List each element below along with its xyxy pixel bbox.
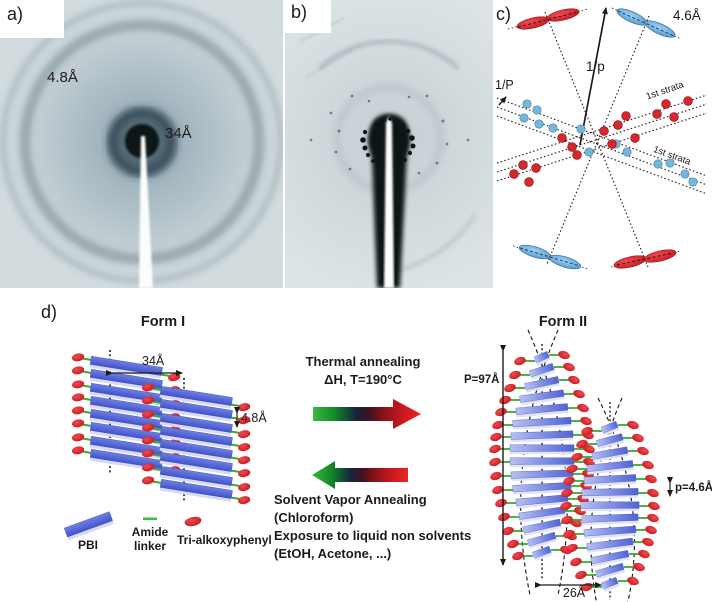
- cyan-reflections: [519, 99, 698, 187]
- thermal-annealing-arrow: [313, 399, 421, 429]
- thermal-annealing-line1: Thermal annealing: [305, 354, 421, 369]
- pitch-vector-label: 1/p: [586, 59, 605, 74]
- panel-c-scheme: [496, 7, 708, 270]
- pitch-vector-arrow: [579, 7, 608, 146]
- legend-trialkoxyphenyl-label: Tri-alkoxyphenyl: [177, 533, 272, 547]
- panel-c-label: c): [496, 4, 511, 24]
- form1-stack-right: [138, 378, 254, 508]
- form2-title: Form II: [538, 314, 588, 330]
- form2-spindle-left: [487, 329, 597, 596]
- lower-arc: [394, 214, 477, 273]
- panel-b-diffraction-image: [285, 0, 493, 288]
- legend-pbi-label: PBI: [77, 538, 98, 552]
- strata-vector-label: 1/P: [495, 78, 514, 92]
- lens-pair-red-bottom: [610, 249, 681, 269]
- d-spacing-4-6A-label: 4.6Å: [673, 8, 701, 23]
- solvent-annealing-line3: Exposure to liquid non solvents: [274, 528, 472, 543]
- form1-34A-label: 34Å: [142, 354, 165, 368]
- legend-trialkoxyphenyl-ellipse: [184, 516, 202, 527]
- panel-b-label: b): [291, 2, 308, 22]
- form1-title: Form I: [140, 314, 186, 330]
- legend-amide-linker-line: [143, 517, 157, 521]
- beam-stop-b: [384, 116, 394, 288]
- solvent-annealing-line2: (Chloroform): [274, 510, 354, 525]
- outer-reflection-spots: [309, 94, 470, 175]
- form2-26A-label: 26Å: [562, 586, 586, 600]
- reflection-spot-ring: [360, 117, 416, 163]
- panel-d-models: [63, 329, 673, 602]
- panel-b-label-chip: [285, 0, 331, 33]
- ring-34A-label: 34Å: [165, 125, 192, 142]
- panel-a-diffraction-image: [0, 0, 283, 288]
- meridian-connectors: [544, 11, 650, 268]
- panel-a-label-chip: [0, 0, 64, 38]
- upper-arc: [318, 39, 460, 70]
- lens-pair-red-top: [507, 8, 589, 30]
- form1-stack-left: [68, 349, 184, 478]
- lens-pair-blue-bottom: [512, 244, 589, 270]
- form2-p4-6-label: p=4.6Å: [675, 482, 712, 494]
- legend-amide-label-2: linker: [133, 539, 166, 553]
- beam-stop-a: [139, 136, 153, 288]
- red-reflections: [509, 96, 693, 187]
- legend-amide-label-1: Amide: [131, 525, 169, 539]
- solvent-annealing-line1: Solvent Vapor Annealing: [274, 492, 427, 507]
- strata-vector-arrow: [498, 96, 507, 106]
- legend-pbi-slab: [63, 511, 114, 541]
- thermal-annealing-line2: ΔH, T=190°C: [324, 372, 402, 387]
- solvent-annealing-line4: (EtOH, Acetone, ...): [274, 546, 392, 561]
- form2-P97-label: P=97Å: [464, 374, 500, 386]
- panel-a-label: a): [7, 4, 24, 24]
- lens-pair-blue-top: [611, 7, 682, 40]
- form2-spindle-right: [558, 397, 662, 602]
- panel-d-label: d): [41, 302, 58, 322]
- form1-4-8A-label: 4.8Å: [241, 411, 267, 425]
- solvent-annealing-arrow: [312, 461, 408, 489]
- ring-4-8A-label: 4.8Å: [47, 69, 78, 86]
